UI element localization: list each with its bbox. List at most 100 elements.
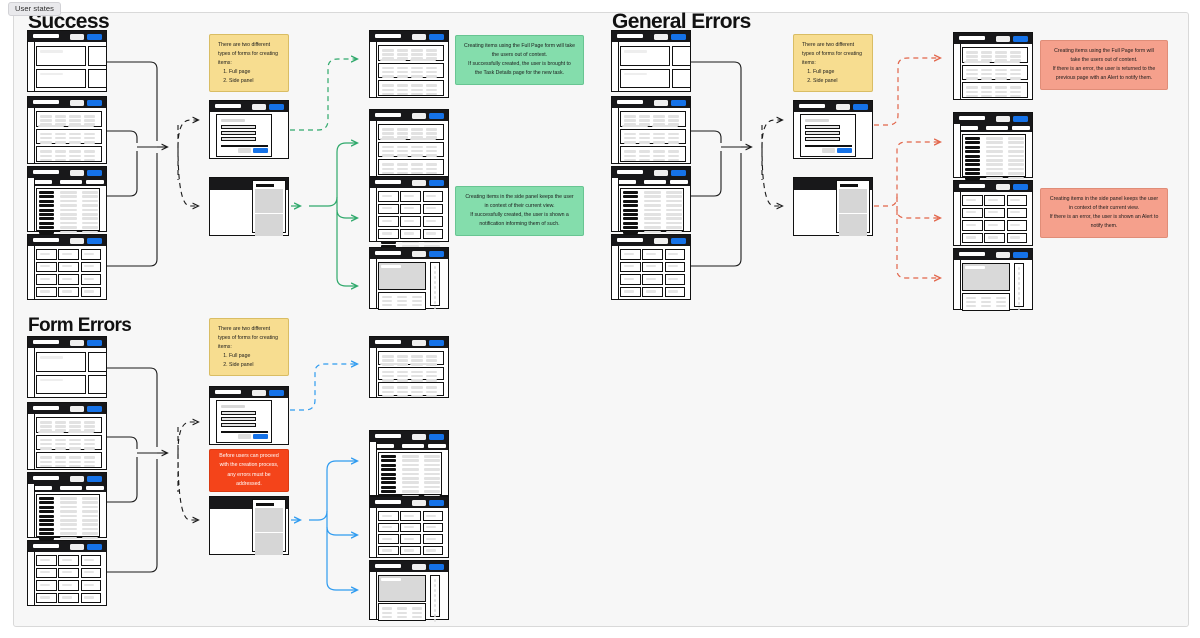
- nav-tab[interactable]: [1012, 126, 1030, 130]
- nav-tab[interactable]: [60, 180, 82, 184]
- primary-action-button[interactable]: [671, 33, 686, 40]
- form-textarea[interactable]: [221, 431, 268, 433]
- primary-action-button[interactable]: [1013, 183, 1028, 190]
- formerr-source-dashboard[interactable]: [27, 336, 107, 398]
- cancel-button[interactable]: [238, 434, 251, 439]
- secondary-action-button[interactable]: [654, 169, 668, 176]
- primary-action-button[interactable]: [429, 339, 444, 346]
- formerr-source-list-groups[interactable]: [27, 402, 107, 470]
- general-result-card-grid[interactable]: [953, 180, 1033, 246]
- primary-action-button[interactable]: [429, 499, 444, 506]
- form-field[interactable]: [805, 137, 840, 142]
- form-field[interactable]: [221, 137, 256, 142]
- secondary-action-button[interactable]: [412, 179, 426, 186]
- panel-field-block[interactable]: [839, 189, 867, 214]
- primary-action-button[interactable]: [429, 112, 444, 119]
- success-result-task-details[interactable]: [369, 247, 449, 310]
- secondary-action-button[interactable]: [412, 499, 426, 506]
- success-result-list-groups-2[interactable]: [369, 109, 449, 177]
- success-full-page-form[interactable]: [209, 100, 289, 159]
- secondary-action-button[interactable]: [70, 33, 84, 40]
- secondary-action-button[interactable]: [996, 251, 1010, 258]
- form-field[interactable]: [805, 125, 840, 130]
- secondary-action-button[interactable]: [654, 33, 668, 40]
- secondary-action-button[interactable]: [412, 563, 426, 570]
- success-source-table-sidebar[interactable]: [27, 166, 107, 252]
- submit-button[interactable]: [253, 148, 268, 153]
- secondary-action-button[interactable]: [412, 33, 426, 40]
- success-source-card-grid[interactable]: [27, 234, 107, 300]
- form-field[interactable]: [221, 423, 256, 428]
- general-source-dashboard[interactable]: [611, 30, 691, 92]
- primary-action-button[interactable]: [87, 169, 102, 176]
- success-result-card-grid-hidden[interactable]: [369, 176, 449, 242]
- primary-action-button[interactable]: [1013, 35, 1028, 42]
- success-source-list-groups[interactable]: [27, 96, 107, 164]
- secondary-action-button[interactable]: [654, 99, 668, 106]
- primary-action-button[interactable]: [87, 405, 102, 412]
- primary-action-button[interactable]: [87, 475, 102, 482]
- form-field[interactable]: [221, 411, 256, 416]
- form-field[interactable]: [221, 125, 256, 130]
- secondary-action-button[interactable]: [996, 35, 1010, 42]
- nav-tab[interactable]: [34, 180, 52, 184]
- nav-tab[interactable]: [34, 486, 52, 490]
- secondary-action-button[interactable]: [654, 237, 668, 244]
- primary-action-button[interactable]: [269, 389, 284, 396]
- submit-button[interactable]: [837, 148, 852, 153]
- formerr-result-table-sidebar[interactable]: [369, 430, 449, 516]
- general-side-panel-form[interactable]: [793, 177, 873, 236]
- primary-action-button[interactable]: [87, 33, 102, 40]
- general-source-table-sidebar[interactable]: [611, 166, 691, 252]
- primary-action-button[interactable]: [269, 103, 284, 110]
- nav-tab[interactable]: [644, 180, 666, 184]
- secondary-action-button[interactable]: [836, 103, 850, 110]
- secondary-action-button[interactable]: [996, 115, 1010, 122]
- formerr-full-page-form[interactable]: [209, 386, 289, 445]
- primary-action-button[interactable]: [1013, 115, 1028, 122]
- success-source-dashboard[interactable]: [27, 30, 107, 92]
- panel-field-block[interactable]: [255, 214, 283, 236]
- nav-tab[interactable]: [960, 126, 978, 130]
- general-full-page-form[interactable]: [793, 100, 873, 159]
- general-result-table-sidebar[interactable]: [953, 112, 1033, 198]
- form-field[interactable]: [221, 417, 256, 422]
- primary-action-button[interactable]: [87, 237, 102, 244]
- secondary-action-button[interactable]: [412, 112, 426, 119]
- primary-action-button[interactable]: [87, 543, 102, 550]
- secondary-action-button[interactable]: [70, 475, 84, 482]
- secondary-action-button[interactable]: [70, 405, 84, 412]
- formerr-result-card-grid[interactable]: [369, 496, 449, 558]
- secondary-action-button[interactable]: [412, 339, 426, 346]
- cancel-button[interactable]: [238, 148, 251, 153]
- secondary-action-button[interactable]: [70, 99, 84, 106]
- nav-tab[interactable]: [986, 126, 1008, 130]
- secondary-action-button[interactable]: [412, 250, 426, 257]
- primary-action-button[interactable]: [429, 33, 444, 40]
- primary-action-button[interactable]: [429, 250, 444, 257]
- primary-action-button[interactable]: [87, 339, 102, 346]
- primary-action-button[interactable]: [429, 179, 444, 186]
- primary-action-button[interactable]: [671, 237, 686, 244]
- primary-action-button[interactable]: [853, 103, 868, 110]
- general-result-list-groups[interactable]: [953, 32, 1033, 100]
- panel-field-block[interactable]: [255, 189, 283, 214]
- panel-field-block[interactable]: [839, 214, 867, 236]
- panel-field-block[interactable]: [255, 533, 283, 555]
- form-field[interactable]: [221, 131, 256, 136]
- form-textarea[interactable]: [805, 145, 852, 147]
- nav-tab[interactable]: [86, 180, 104, 184]
- secondary-action-button[interactable]: [412, 433, 426, 440]
- primary-action-button[interactable]: [429, 433, 444, 440]
- formerr-source-table-sidebar[interactable]: [27, 472, 107, 558]
- general-source-list-groups[interactable]: [611, 96, 691, 164]
- nav-tab[interactable]: [60, 486, 82, 490]
- secondary-action-button[interactable]: [996, 183, 1010, 190]
- secondary-action-button[interactable]: [70, 543, 84, 550]
- form-textarea[interactable]: [221, 145, 268, 147]
- primary-action-button[interactable]: [429, 563, 444, 570]
- secondary-action-button[interactable]: [252, 389, 266, 396]
- nav-tab[interactable]: [618, 180, 636, 184]
- nav-tab[interactable]: [402, 444, 424, 448]
- general-source-card-grid[interactable]: [611, 234, 691, 300]
